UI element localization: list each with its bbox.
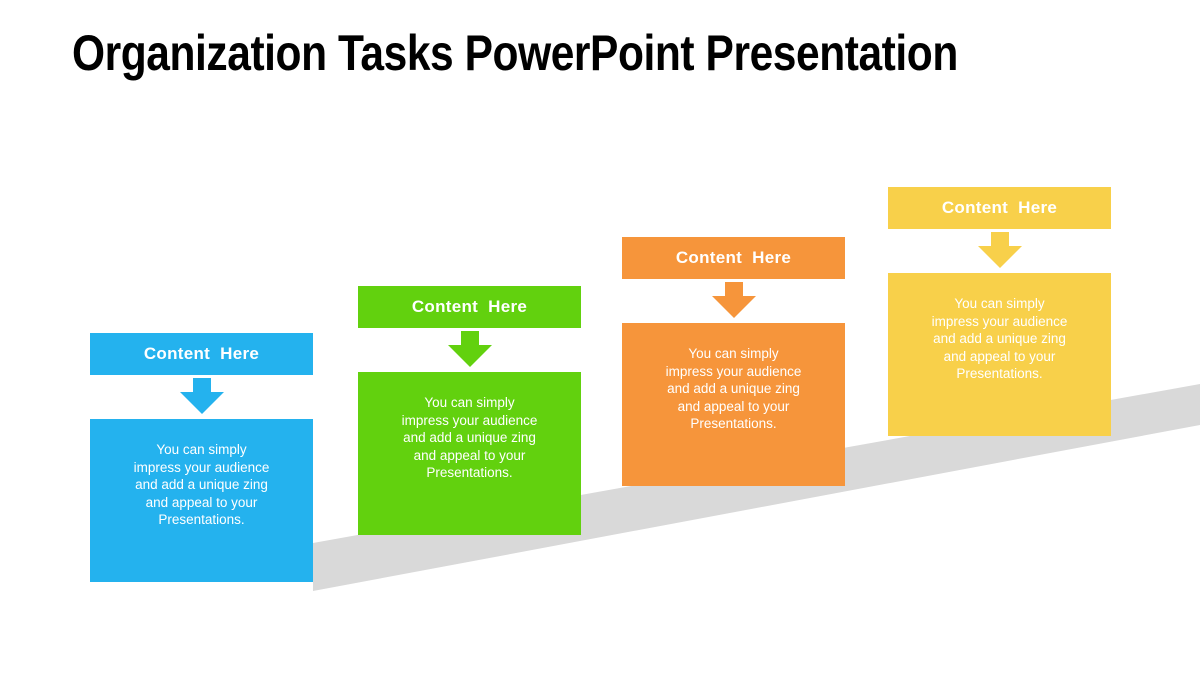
content-body[interactable]: You can simply impress your audience and… (622, 323, 845, 486)
content-body[interactable]: You can simply impress your audience and… (358, 372, 581, 535)
content-body-text: You can simply impress your audience and… (133, 442, 270, 527)
content-header-label: Content Here (675, 248, 792, 267)
slide-title: Organization Tasks PowerPoint Presentati… (72, 25, 958, 81)
down-arrow-icon (179, 378, 224, 414)
content-header[interactable]: Content Here (622, 237, 845, 279)
content-body-text: You can simply impress your audience and… (931, 296, 1068, 381)
content-body-text: You can simply impress your audience and… (665, 346, 802, 431)
content-body[interactable]: You can simply impress your audience and… (90, 419, 313, 582)
content-body[interactable]: You can simply impress your audience and… (888, 273, 1111, 436)
down-arrow-icon (711, 282, 756, 318)
content-header-label: Content Here (411, 297, 528, 316)
down-arrow-icon (977, 232, 1022, 268)
task-block-3[interactable]: Content Here You can simply impress your… (622, 237, 845, 486)
content-body-text: You can simply impress your audience and… (401, 395, 538, 480)
content-header-label: Content Here (941, 198, 1058, 217)
content-header[interactable]: Content Here (888, 187, 1111, 229)
down-arrow-glyph (179, 378, 224, 414)
task-block-1[interactable]: Content Here You can simply impress your… (90, 333, 313, 582)
down-arrow-icon (447, 331, 492, 367)
content-header[interactable]: Content Here (358, 286, 581, 328)
task-block-2[interactable]: Content Here You can simply impress your… (358, 286, 581, 535)
content-header[interactable]: Content Here (90, 333, 313, 375)
content-header-label: Content Here (143, 344, 260, 363)
task-block-4[interactable]: Content Here You can simply impress your… (888, 187, 1111, 436)
down-arrow-glyph (977, 232, 1022, 268)
down-arrow-glyph (711, 282, 756, 318)
down-arrow-glyph (447, 331, 492, 367)
